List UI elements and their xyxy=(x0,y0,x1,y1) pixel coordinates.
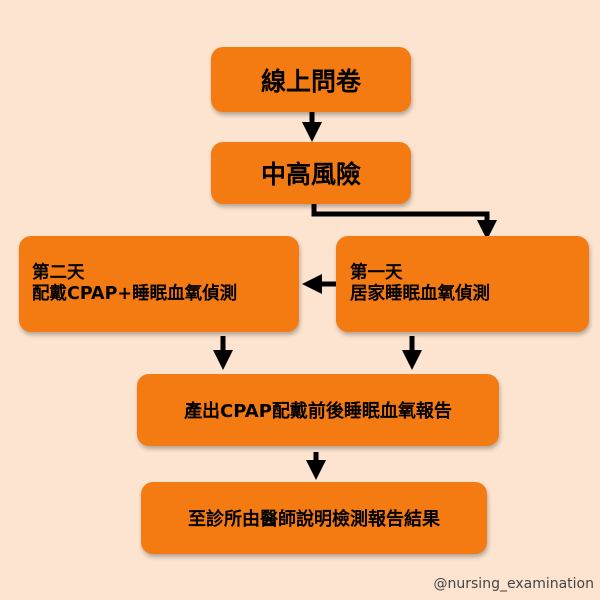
step-day2-cpap-oximetry: 第二天 配戴CPAP+睡眠血氧偵測 xyxy=(19,236,299,332)
step-moderate-high-risk: 中高風險 xyxy=(211,142,411,204)
step-generate-report-label: 產出CPAP配戴前後睡眠血氧報告 xyxy=(184,401,452,422)
arrow-risk-to-day1 xyxy=(311,204,497,240)
day2-title: 第二天 xyxy=(32,263,85,283)
watermark-handle: @nursing_examination xyxy=(433,576,594,592)
step-online-questionnaire-label: 線上問卷 xyxy=(260,66,361,96)
step-moderate-high-risk-label: 中高風險 xyxy=(260,160,361,189)
day1-title: 第一天 xyxy=(350,263,403,283)
step-doctor-explains-results: 至診所由醫師說明檢測報告結果 xyxy=(141,482,487,554)
day1-description: 居家睡眠血氧偵測 xyxy=(350,284,490,304)
step-online-questionnaire: 線上問卷 xyxy=(211,47,411,112)
step-day1-home-oximetry: 第一天 居家睡眠血氧偵測 xyxy=(336,236,589,332)
step-generate-report: 產出CPAP配戴前後睡眠血氧報告 xyxy=(137,374,499,446)
step-doctor-explains-results-label: 至診所由醫師說明檢測報告結果 xyxy=(188,509,440,530)
day2-description: 配戴CPAP+睡眠血氧偵測 xyxy=(32,284,238,304)
